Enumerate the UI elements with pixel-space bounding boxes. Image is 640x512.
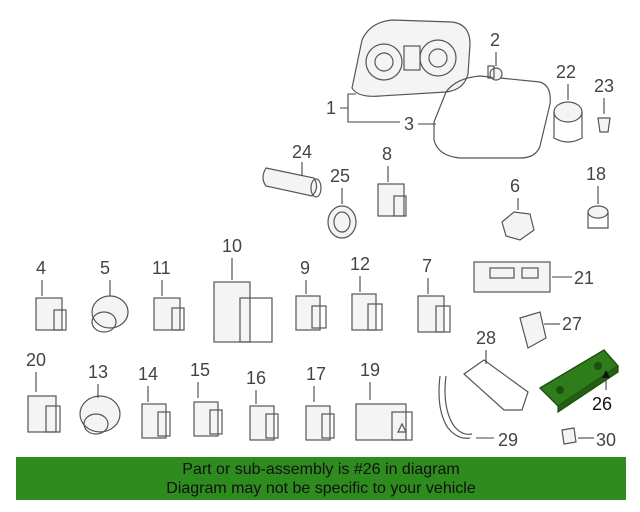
callout-28: 28 (476, 328, 496, 348)
callout-2: 2 (490, 30, 500, 50)
callout-20: 20 (26, 350, 46, 370)
part-7-switch[interactable] (417, 295, 451, 333)
banner-line-2: Diagram may not be specific to your vehi… (166, 480, 476, 497)
callout-14: 14 (138, 364, 158, 384)
part-28-bracket[interactable] (463, 359, 529, 411)
callout-5: 5 (100, 258, 110, 278)
callout-21: 21 (574, 268, 594, 288)
callout-3: 3 (404, 114, 414, 134)
callout-22: 22 (556, 62, 576, 82)
part-10-switch-assembly[interactable] (213, 281, 273, 343)
callout-9: 9 (300, 258, 310, 278)
part-2-screw[interactable] (487, 65, 503, 81)
callout-10: 10 (222, 236, 242, 256)
callout-16: 16 (246, 368, 266, 388)
part-9-switch[interactable] (295, 295, 327, 331)
part-3-cluster-lens[interactable] (433, 75, 551, 159)
part-27-module[interactable] (519, 311, 547, 349)
part-21-control-module[interactable] (473, 261, 551, 293)
callout-15: 15 (190, 360, 210, 380)
callout-29: 29 (498, 430, 518, 450)
part-22-power-outlet[interactable] (553, 101, 583, 143)
callout-12: 12 (350, 254, 370, 274)
part-4-switch[interactable] (35, 297, 67, 331)
info-banner: Part or sub-assembly is #26 in diagram D… (16, 457, 626, 500)
callout-13: 13 (88, 362, 108, 382)
callout-17: 17 (306, 364, 326, 384)
part-6-sensor[interactable] (501, 211, 535, 241)
callout-25: 25 (330, 166, 350, 186)
part-1-instrument-cluster[interactable] (351, 19, 471, 97)
callout-19: 19 (360, 360, 380, 380)
callout-27: 27 (562, 314, 582, 334)
part-16-switch[interactable] (249, 405, 279, 441)
callout-7: 7 (422, 256, 432, 276)
part-13-knob[interactable] (79, 395, 121, 435)
part-30-clip[interactable] (561, 427, 577, 445)
part-15-switch[interactable] (193, 401, 223, 437)
part-24-cigar-lighter-socket[interactable] (262, 167, 322, 198)
part-14-switch[interactable] (141, 403, 171, 439)
part-25-lighter-ring[interactable] (327, 205, 357, 239)
callout-18: 18 (586, 164, 606, 184)
part-8-switch[interactable] (377, 183, 407, 217)
callout-23: 23 (594, 76, 614, 96)
callout-11: 11 (152, 258, 171, 278)
callout-4: 4 (36, 258, 46, 278)
arrow-up-icon (602, 370, 610, 378)
part-19-hazard-switch[interactable] (355, 403, 413, 441)
part-5-knob[interactable] (91, 295, 129, 333)
callout-30: 30 (596, 430, 616, 450)
part-23-bulb[interactable] (597, 117, 611, 133)
callout-1: 1 (326, 98, 336, 118)
part-12-switch[interactable] (351, 293, 383, 331)
part-18-sensor[interactable] (587, 205, 609, 229)
callout-24: 24 (292, 142, 312, 162)
callout-26: 26 (592, 394, 612, 414)
part-29-hose[interactable] (438, 375, 473, 439)
banner-line-1: Part or sub-assembly is #26 in diagram (182, 461, 460, 478)
callout-8: 8 (382, 144, 392, 164)
part-17-switch[interactable] (305, 405, 335, 441)
part-11-switch[interactable] (153, 297, 185, 331)
callout-6: 6 (510, 176, 520, 196)
part-20-switch[interactable] (27, 395, 61, 433)
